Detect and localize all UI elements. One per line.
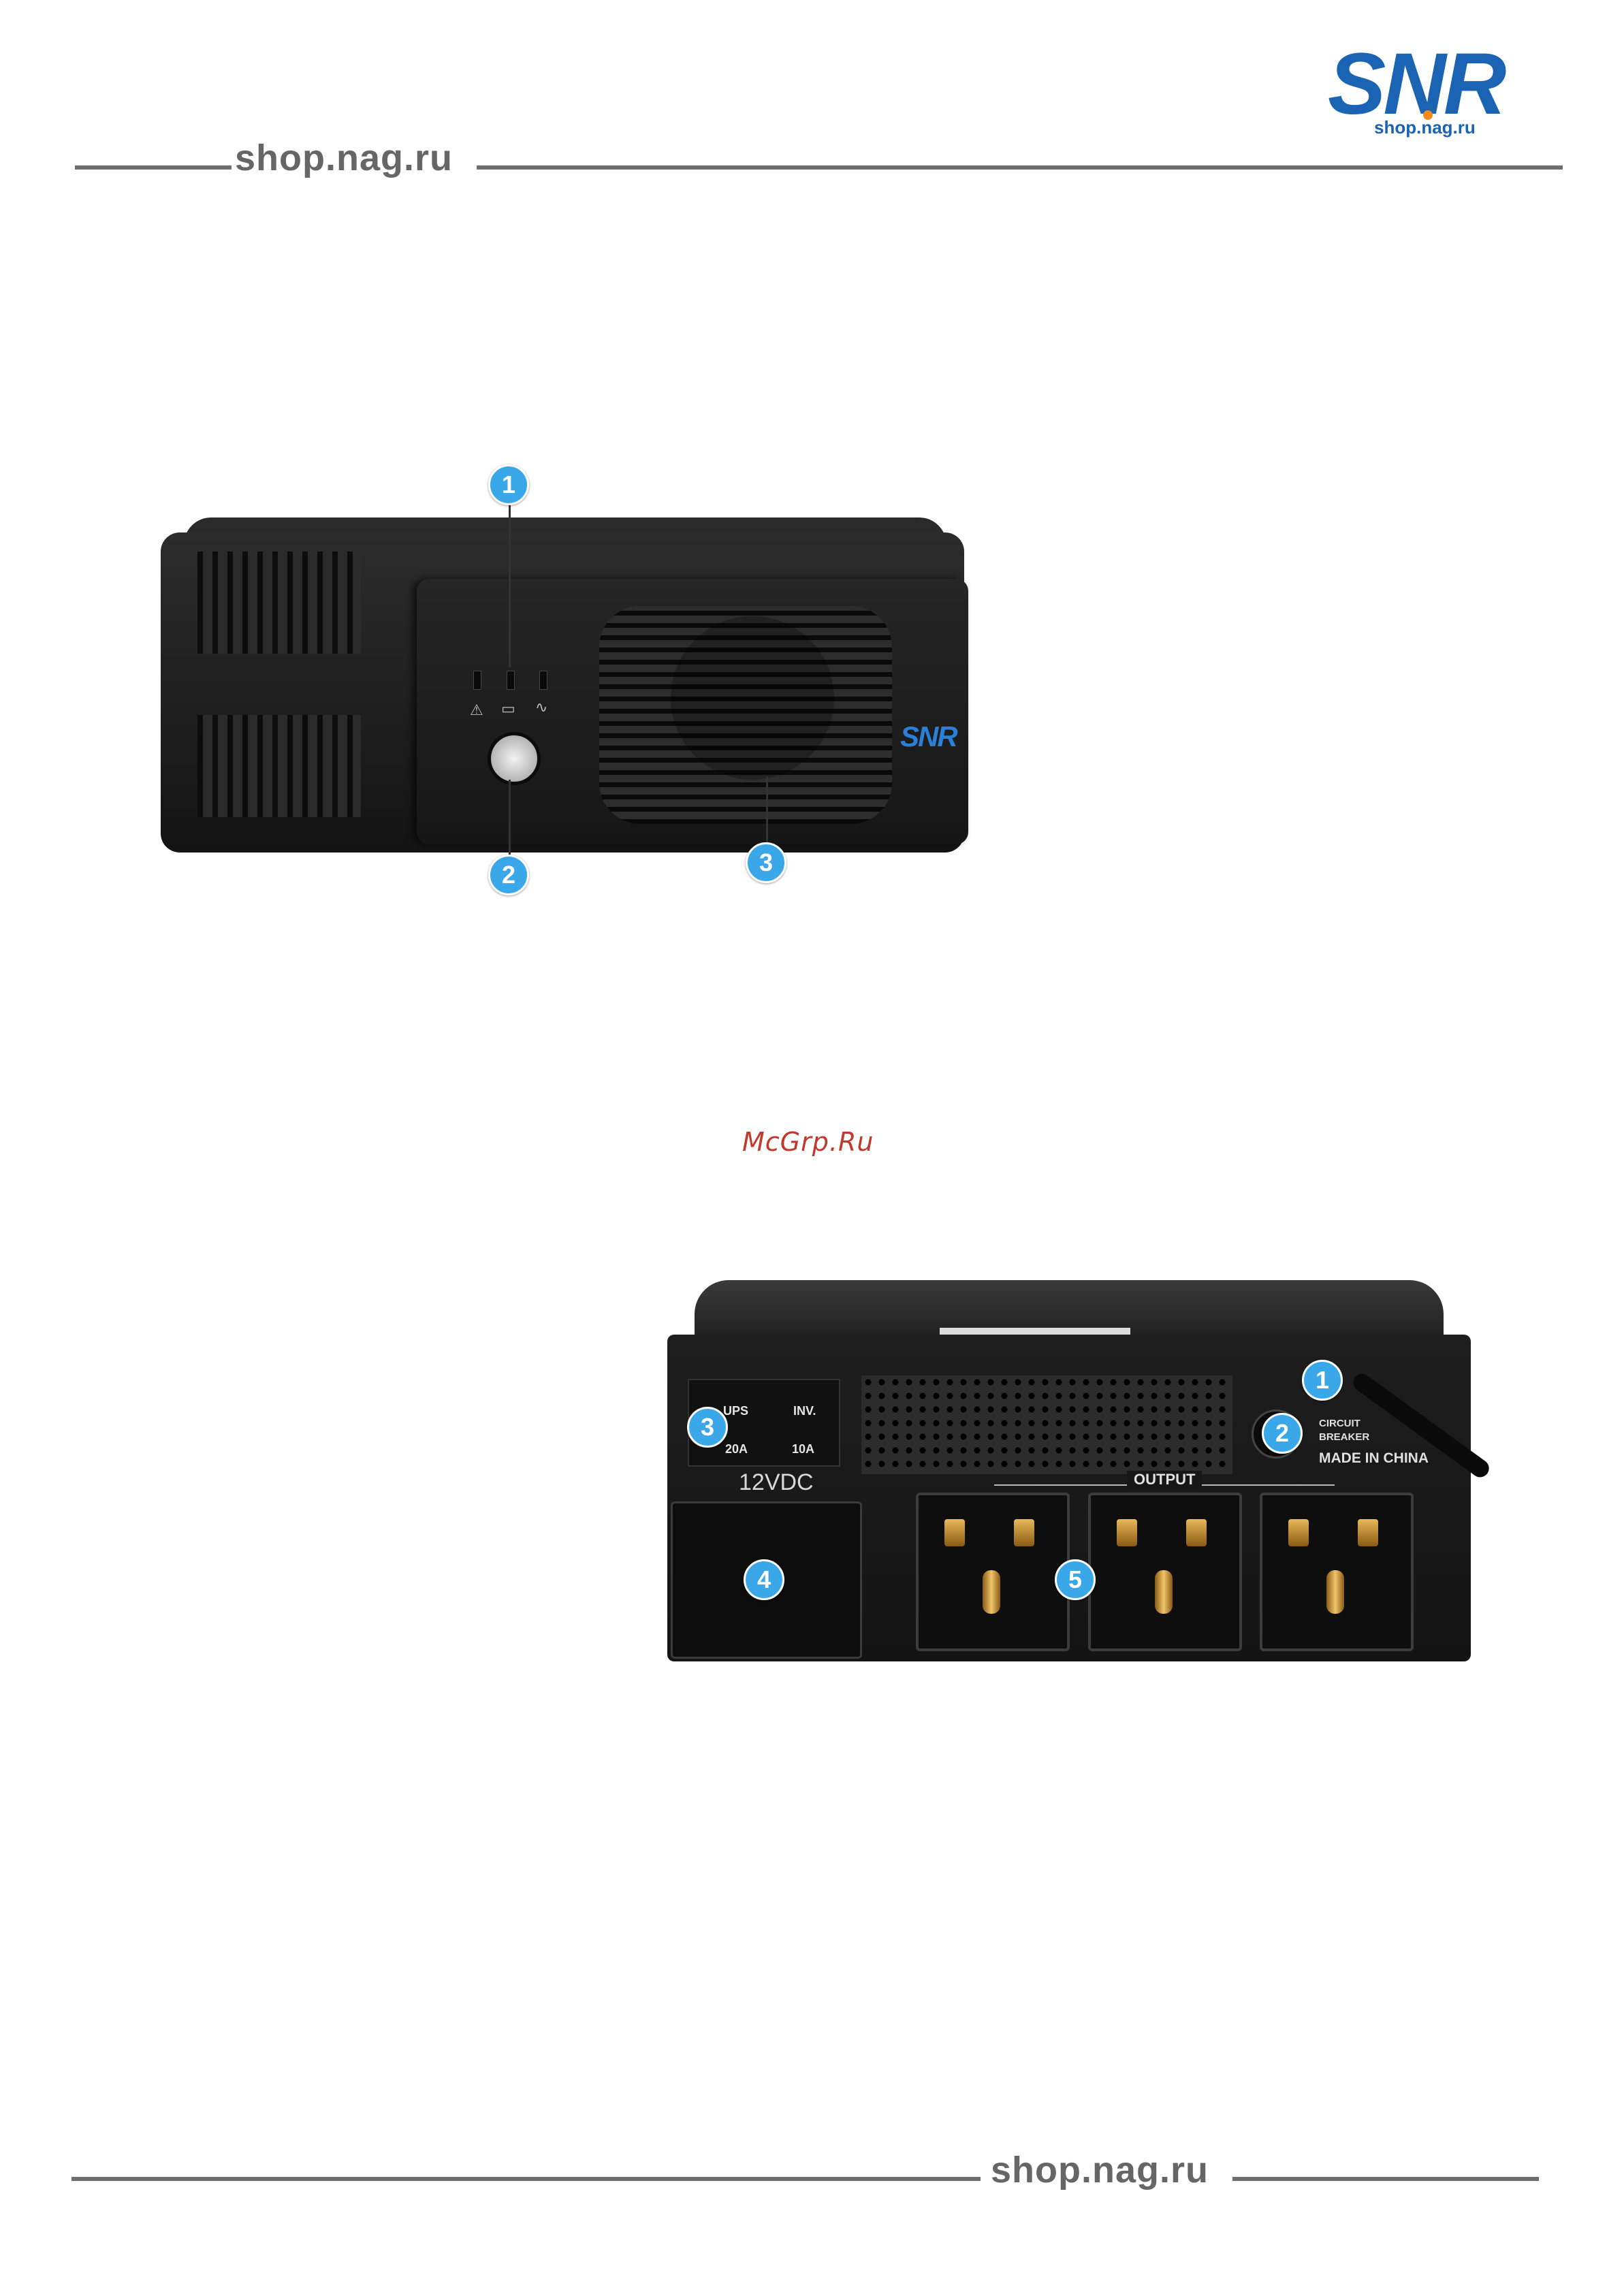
led-fault	[473, 671, 481, 690]
footer-rule-right	[1232, 2177, 1539, 2181]
rear-vents	[861, 1375, 1232, 1474]
led-mains	[539, 671, 547, 690]
fuse-20a-label: 20A	[725, 1442, 748, 1456]
fuse-10a-label: 10A	[792, 1442, 814, 1456]
side-vents-upper	[197, 552, 361, 654]
fuse-ups-label: UPS	[723, 1404, 748, 1418]
snr-logo: SNR	[1328, 41, 1503, 128]
battery-icon: ▭	[501, 700, 515, 718]
footer-rule-left	[71, 2177, 981, 2181]
socket-ground-pin	[1155, 1570, 1173, 1614]
rear-callout-badge-4: 4	[744, 1559, 784, 1600]
made-in-label: MADE IN CHINA	[1319, 1450, 1429, 1467]
led-battery	[507, 671, 515, 690]
header-site-text: shop.nag.ru	[235, 140, 453, 176]
rear-callout-badge-5: 5	[1055, 1559, 1096, 1600]
socket-ground-pin	[1326, 1570, 1344, 1614]
output-socket-2	[1088, 1493, 1242, 1651]
socket-pin	[1358, 1519, 1378, 1546]
fuse-inv-label: INV.	[793, 1404, 816, 1418]
watermark-text: McGrp.Ru	[742, 1127, 874, 1157]
header-rule-left	[75, 165, 232, 170]
header-rule-right	[477, 165, 1563, 170]
socket-pin	[1288, 1519, 1309, 1546]
breaker-label-line1: CIRCUIT	[1319, 1418, 1360, 1431]
rear-callout-badge-3: 3	[687, 1407, 728, 1448]
socket-pin	[1117, 1519, 1137, 1546]
output-socket-1	[916, 1493, 1070, 1651]
footer-site-text: shop.nag.ru	[991, 2152, 1209, 2188]
device-logo: SNR	[900, 720, 957, 753]
side-vents-lower	[197, 715, 361, 817]
breaker-label-line2: BREAKER	[1319, 1431, 1369, 1444]
callout-badge-2: 2	[488, 855, 529, 895]
rear-callout-badge-2: 2	[1262, 1413, 1303, 1454]
power-button	[488, 732, 541, 785]
rear-unit-top	[695, 1280, 1444, 1335]
callout-badge-1: 1	[488, 464, 529, 505]
fan-icon	[671, 616, 834, 780]
socket-pin	[944, 1519, 965, 1546]
callout-badge-3: 3	[746, 842, 786, 883]
battery-voltage-label: 12VDC	[739, 1469, 814, 1496]
sine-wave-icon: ∿	[535, 699, 547, 716]
output-socket-3	[1260, 1493, 1414, 1651]
socket-pin	[1186, 1519, 1207, 1546]
socket-ground-pin	[983, 1570, 1000, 1614]
warning-icon: ⚠	[470, 701, 483, 719]
callout-leader-2	[509, 780, 511, 861]
snr-logo-subtitle: shop.nag.ru	[1374, 117, 1476, 138]
output-label: OUTPUT	[1127, 1471, 1202, 1488]
socket-pin	[1014, 1519, 1034, 1546]
callout-leader-1	[509, 504, 511, 667]
rear-callout-badge-1: 1	[1302, 1360, 1343, 1401]
